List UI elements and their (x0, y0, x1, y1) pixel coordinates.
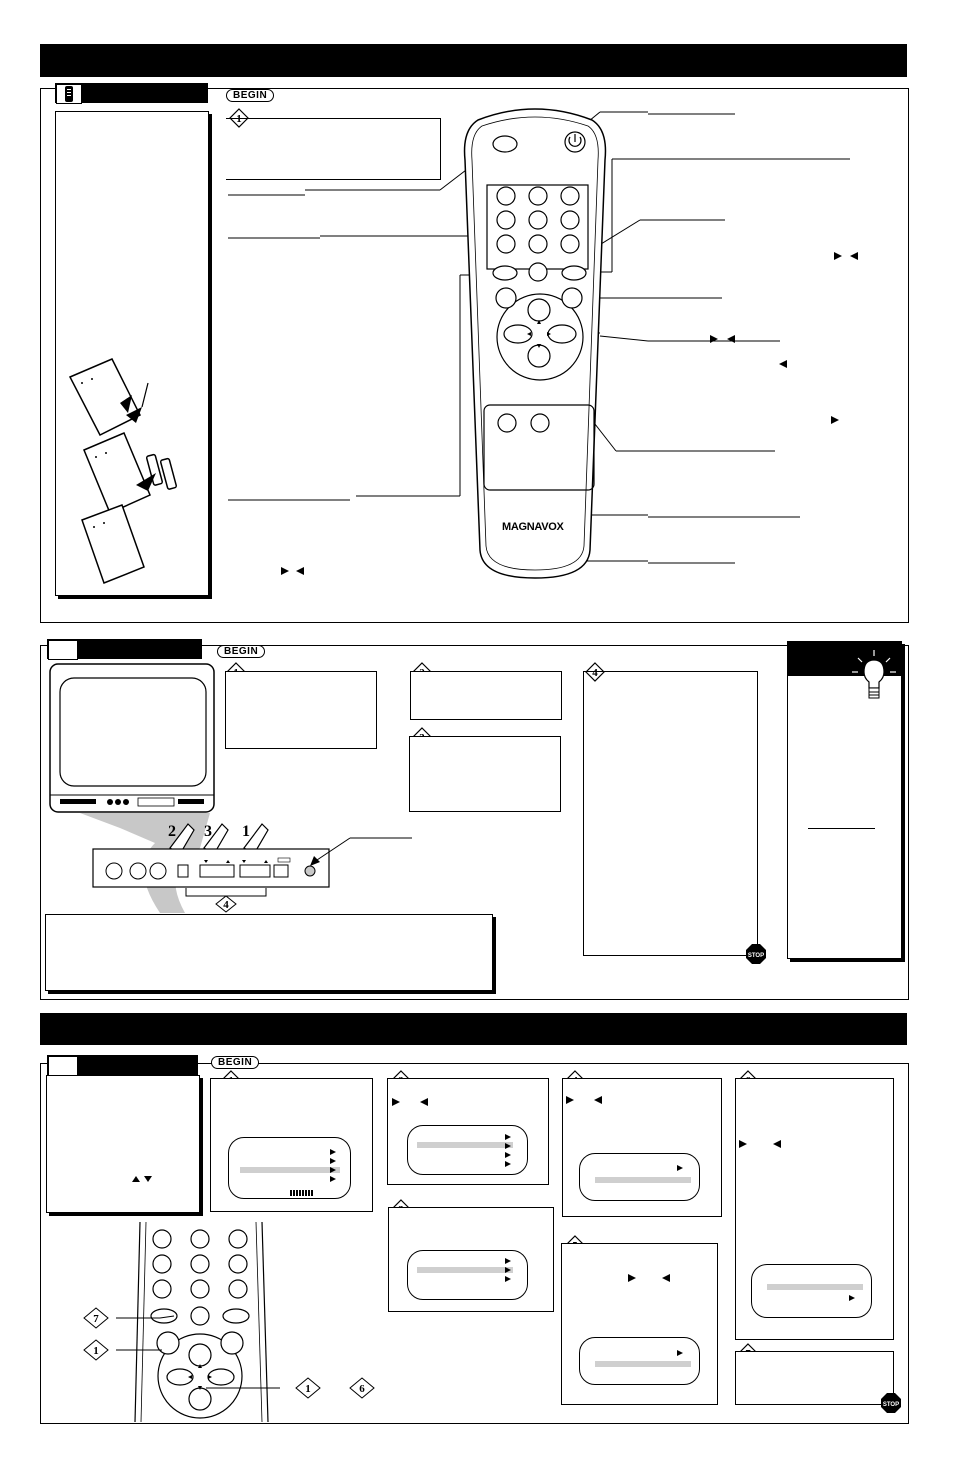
stop-sign-icon: STOP (745, 943, 767, 965)
s3-step-2-arrows (392, 1098, 428, 1106)
s3-step-6-menu-rows (767, 1284, 863, 1301)
s3-step-6-arrows (739, 1140, 781, 1148)
begin-badge-3: BEGIN (211, 1056, 260, 1069)
front-control-strip (92, 848, 330, 888)
step-4-bracket: 4 (185, 888, 267, 913)
begin-badge: BEGIN (226, 89, 275, 102)
menu-tv-icon (48, 1056, 78, 1076)
hint-divider (808, 828, 875, 829)
remote-control (460, 100, 610, 580)
mid-banner (40, 1013, 907, 1045)
hint-box (787, 641, 902, 959)
tv-illustration (48, 662, 218, 817)
svg-text:3: 3 (204, 823, 212, 840)
s3-step-4-menu-rows (595, 1165, 691, 1183)
s2-step-4-box (583, 671, 758, 956)
tv-icon (48, 640, 78, 660)
svg-text:STOP: STOP (748, 953, 764, 959)
brand-logo: MAGNAVOX (502, 521, 564, 533)
svg-text:6: 6 (359, 1383, 365, 1395)
tv-note-box (45, 914, 493, 991)
menu-intro-box (46, 1075, 200, 1213)
svg-text:1: 1 (305, 1383, 311, 1395)
svg-text:4: 4 (592, 667, 598, 679)
sensor-callout (310, 837, 412, 866)
remote-closeup (130, 1221, 280, 1423)
svg-text:1: 1 (236, 113, 242, 125)
step-1-text-box (226, 118, 441, 180)
lightbulb-icon (848, 648, 898, 708)
svg-text:1: 1 (242, 823, 250, 840)
up-down-arrows (130, 1174, 154, 1187)
s3-step-4-arrows (566, 1096, 602, 1104)
svg-text:2: 2 (168, 823, 176, 840)
s3-step-5-arrows (628, 1274, 670, 1282)
s3-step-3-menu (407, 1250, 528, 1300)
s2-step-3-box (409, 736, 561, 812)
remote-icon (56, 84, 82, 104)
remote-section-header (55, 83, 208, 103)
s2-step-2-box (410, 671, 562, 720)
s3-step-6-menu (751, 1264, 872, 1318)
menu-section-header (47, 1055, 198, 1075)
svg-text:7: 7 (93, 1313, 99, 1325)
s3-step-3-menu-rows (417, 1258, 513, 1282)
svg-text:STOP: STOP (883, 1402, 899, 1408)
svg-text:4: 4 (223, 899, 229, 911)
battery-install-box (55, 111, 209, 596)
svg-text:1: 1 (93, 1345, 99, 1357)
s2-step-4-badge: 4 (585, 662, 605, 682)
stop-sign-icon-2: STOP (880, 1392, 902, 1414)
s3-step-1-menu-rows (240, 1149, 340, 1196)
battery-illustration (62, 355, 192, 585)
tv-section-header (47, 639, 202, 659)
top-banner (40, 44, 907, 77)
closeup-callouts: 7 1 1 6 (83, 1307, 375, 1399)
s3-step-7-box (735, 1351, 894, 1405)
begin-badge-2: BEGIN (217, 645, 266, 658)
s3-step-2-menu (407, 1125, 528, 1175)
s2-step-1-box (225, 671, 377, 749)
button-press-fingers: 2 3 1 (168, 823, 269, 855)
s3-step-5-menu-rows (595, 1350, 691, 1367)
s3-step-2-menu-rows (417, 1134, 513, 1167)
